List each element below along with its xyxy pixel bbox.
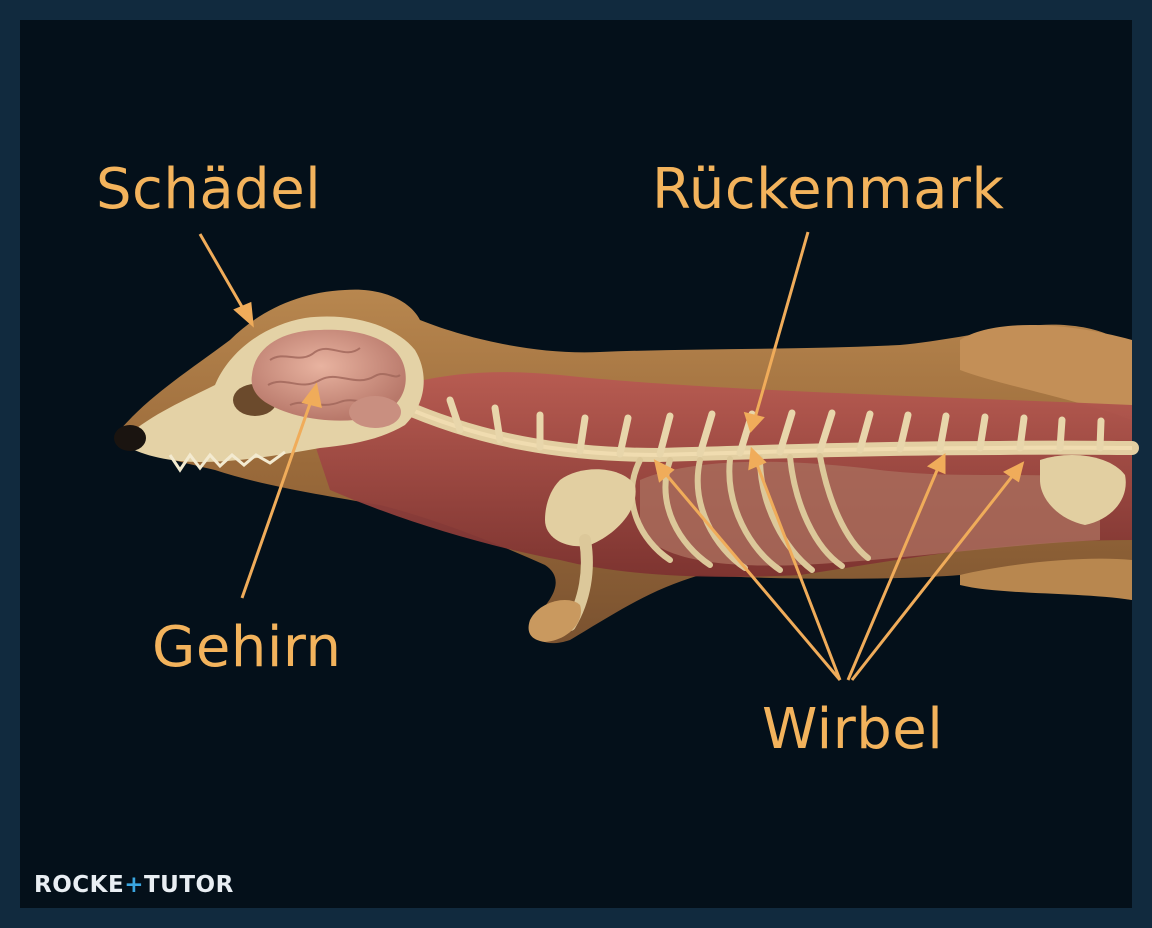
shoulder-blade [545,469,636,547]
brand-part1: ROCKE [34,872,125,898]
hind-fur [960,558,1132,600]
label-spinal-cord: Rückenmark [652,157,1005,222]
nose [114,425,146,451]
brand-part2: TUTOR [143,872,234,898]
annotation-arrows [198,231,1025,681]
teeth [168,450,286,473]
dog-rear-fur [960,325,1132,420]
organs [640,461,1100,566]
label-vertebrae: Wirbel [762,697,944,762]
pelvis [1040,455,1126,525]
front-paw [528,600,581,642]
label-skull: Schädel [96,157,322,222]
rocket-tutor-logo: ROCKE+TUTOR [34,872,234,898]
label-brain: Gehirn [152,615,342,680]
cerebellum [349,396,401,428]
brand-plus: + [124,872,144,898]
